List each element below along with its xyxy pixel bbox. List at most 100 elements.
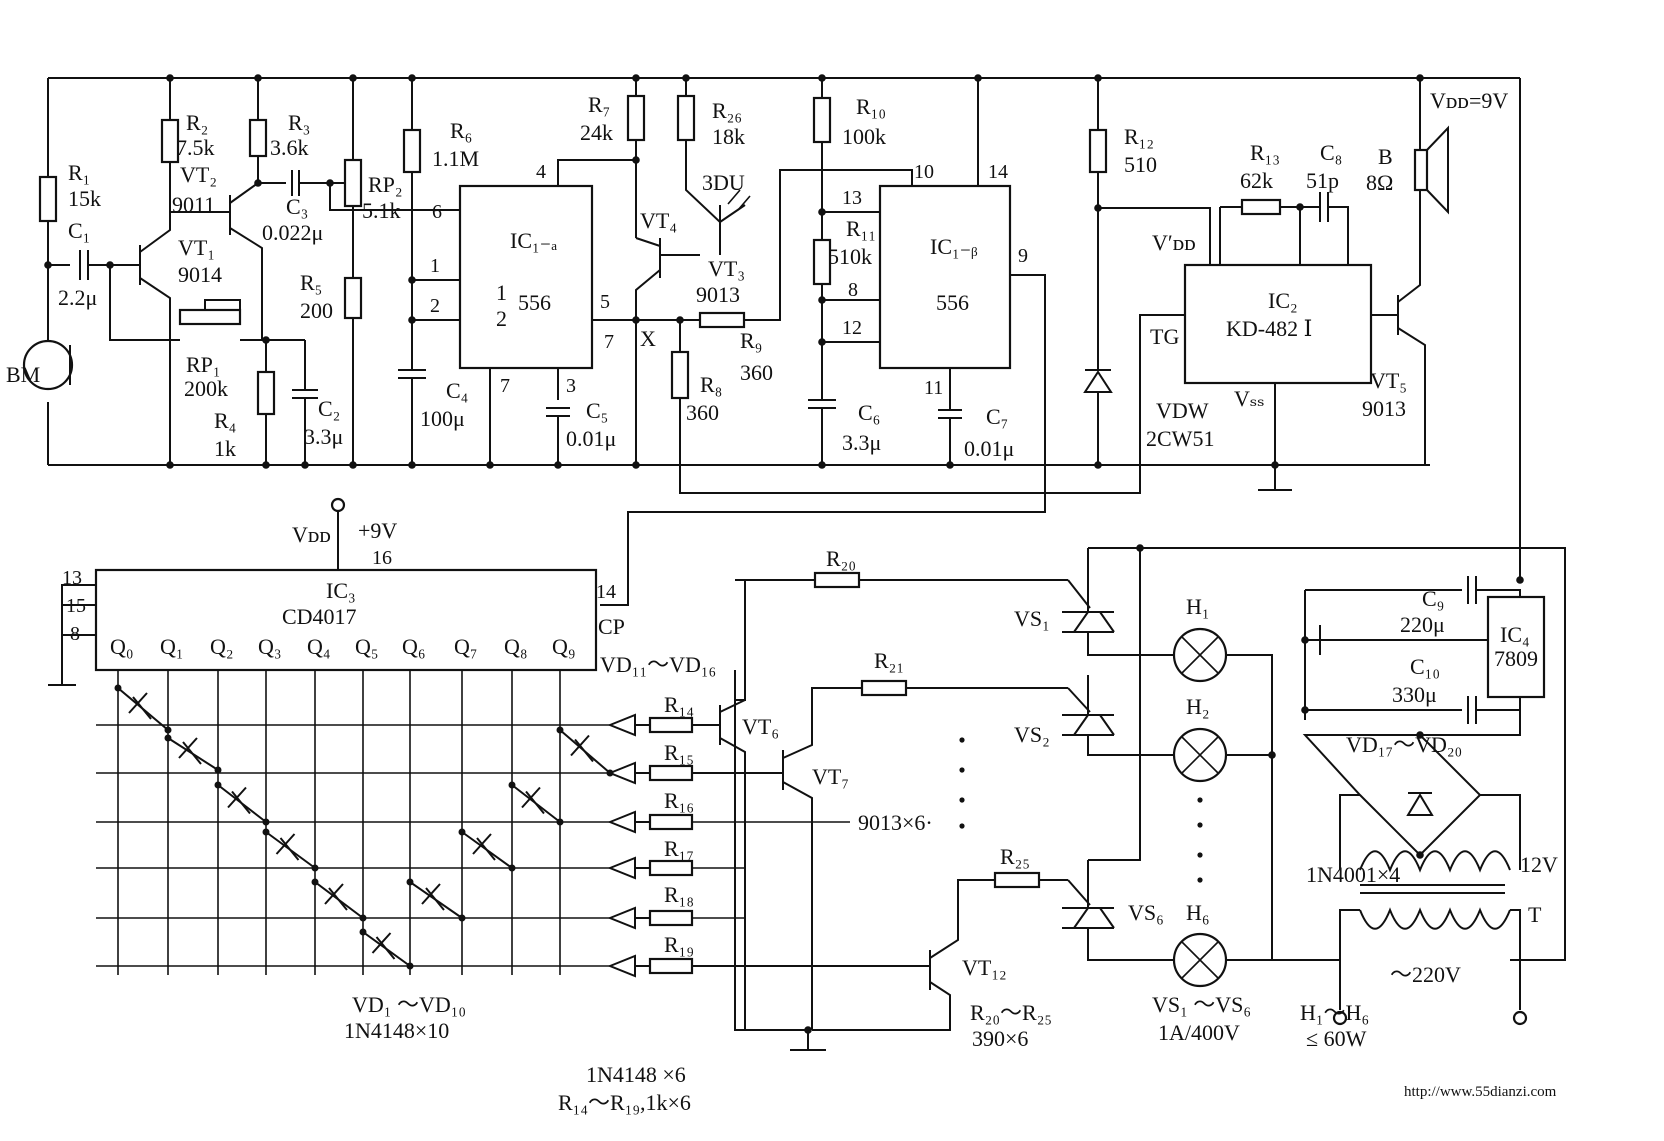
- r13-resistor: [1240, 198, 1282, 216]
- transformer-secondary: [1359, 850, 1511, 873]
- rp2-potentiometer: [343, 158, 363, 208]
- pin-label: 16: [372, 547, 392, 569]
- label-ic1b_t: 556: [936, 290, 969, 315]
- label-c3: C₃: [286, 194, 308, 219]
- r20-resistor: [813, 571, 861, 589]
- ic1a-chip: [458, 184, 594, 370]
- label-v12: 12V: [1520, 852, 1558, 877]
- label-ic1b: IC₁₋ᵦ: [930, 234, 978, 259]
- ac-terminal-right: [1512, 1010, 1528, 1026]
- label-r11v: 510k: [828, 244, 872, 269]
- label-r18: R₁₈: [664, 882, 694, 907]
- q1-label: Q₁: [160, 634, 184, 659]
- label-vt5v: 9013: [1362, 396, 1406, 421]
- label-vd1116: VD₁₁～VD₁₆: [600, 652, 716, 677]
- pin-label: 13: [62, 567, 82, 589]
- label-vt1: VT₁: [178, 235, 215, 260]
- label-r1v: 15k: [68, 186, 101, 211]
- matrix-diodes: [114, 684, 614, 970]
- label-r19: R₁₉: [664, 932, 694, 957]
- label-vt2: VT₂: [180, 162, 217, 187]
- label-n4148x6: 1N4148 ×6: [586, 1062, 686, 1087]
- pin-label: 4: [536, 161, 546, 183]
- label-w60: ≤ 60W: [1306, 1026, 1367, 1051]
- label-vt3v: 9013: [696, 282, 740, 307]
- c7-capacitor: [938, 368, 962, 465]
- pin-label: 7: [604, 331, 614, 353]
- label-h6: H₆: [1186, 900, 1210, 925]
- label-r2: R₂: [186, 110, 208, 135]
- pin-label: 7: [500, 375, 510, 397]
- label-vdd9: Vᴅᴅ=9V: [1430, 88, 1508, 113]
- label-rp2v: 5.1k: [362, 198, 401, 223]
- node-x-label: X: [640, 326, 656, 351]
- rp1-potentiometer: [178, 308, 242, 326]
- label-rp1: RP₁: [186, 352, 221, 377]
- pin-label: 9: [1018, 245, 1028, 267]
- r4-resistor: [256, 370, 276, 416]
- label-h2: H₂: [1186, 694, 1210, 719]
- ic3-chip: [94, 568, 598, 672]
- label-half: 1: [496, 280, 507, 305]
- label-c10: C₁₀: [1410, 654, 1440, 679]
- label-vt7: VT₇: [812, 764, 849, 789]
- label-vt6: VT₆: [742, 714, 779, 739]
- label-vs1: VS₁: [1014, 606, 1050, 631]
- label-du3: 3DU: [702, 170, 745, 195]
- label-vdw: VDW: [1156, 398, 1209, 423]
- pin-label: 8: [848, 279, 858, 301]
- c9-capacitor: [1305, 576, 1521, 604]
- label-r7: R₇: [588, 92, 610, 117]
- c5-capacitor: [546, 368, 570, 465]
- label-r13v: 62k: [1240, 168, 1273, 193]
- label-r17: R₁₇: [664, 836, 694, 861]
- label-ic4: IC₄: [1500, 622, 1530, 647]
- label-c9: C₉: [1422, 586, 1444, 611]
- c3-capacitor: [258, 170, 330, 196]
- q0-label: Q₀: [110, 634, 134, 659]
- pin-label: 12: [842, 317, 862, 339]
- pin-label: 3: [566, 375, 576, 397]
- bridge-rectifier: [1302, 734, 1482, 857]
- c1-capacitor: [48, 250, 140, 280]
- label-c4: C₄: [446, 378, 468, 403]
- label-c5v: 0.01μ: [566, 426, 616, 451]
- label-r8: R₈: [700, 372, 722, 397]
- vt1-transistor: [112, 212, 171, 340]
- label-p9v: +9V: [358, 518, 397, 543]
- q2-label: Q₂: [210, 634, 234, 659]
- label-r21: R₂₁: [874, 648, 904, 673]
- label-c8: C₈: [1320, 140, 1342, 165]
- label-r12v: 510: [1124, 152, 1157, 177]
- r21-resistor: [860, 679, 908, 697]
- speaker-icon: [1413, 148, 1429, 192]
- ac-terminal-left: [1332, 1010, 1348, 1026]
- watermark-text: http://www.55dianzi.com: [1404, 1084, 1557, 1100]
- label-vt4: VT₄: [640, 208, 677, 233]
- label-r5: R₅: [300, 270, 322, 295]
- label-r9: R₉: [740, 328, 762, 353]
- label-ic4v: 7809: [1494, 646, 1538, 671]
- label-vs6: VS₆: [1128, 900, 1164, 925]
- label-vdd16: Vᴅᴅ: [292, 522, 331, 547]
- pin-label: 13: [842, 187, 862, 209]
- label-r2025: R₂₀～R₂₅: [970, 1000, 1052, 1025]
- q6-label: Q₆: [402, 634, 426, 659]
- label-c1v: 2.2μ: [58, 285, 97, 310]
- label-r12: R₁₂: [1124, 124, 1154, 149]
- ground-symbol: [1258, 383, 1292, 491]
- vt4-transistor: [635, 237, 700, 465]
- label-t: T: [1528, 902, 1542, 927]
- label-c5: C₅: [586, 398, 608, 423]
- label-r16: R₁₆: [664, 788, 694, 813]
- label-r26v: 18k: [712, 124, 745, 149]
- label-vddp: V′ᴅᴅ: [1152, 230, 1196, 255]
- label-ic2: IC₂: [1268, 288, 1298, 313]
- vt7-transistor: [782, 687, 862, 1030]
- r3-resistor: [248, 118, 268, 158]
- vt6-transistor: [719, 699, 746, 1030]
- label-r4v: 1k: [214, 436, 236, 461]
- label-vt12: VT₁₂: [962, 955, 1007, 980]
- label-x390: 390×6: [972, 1026, 1028, 1051]
